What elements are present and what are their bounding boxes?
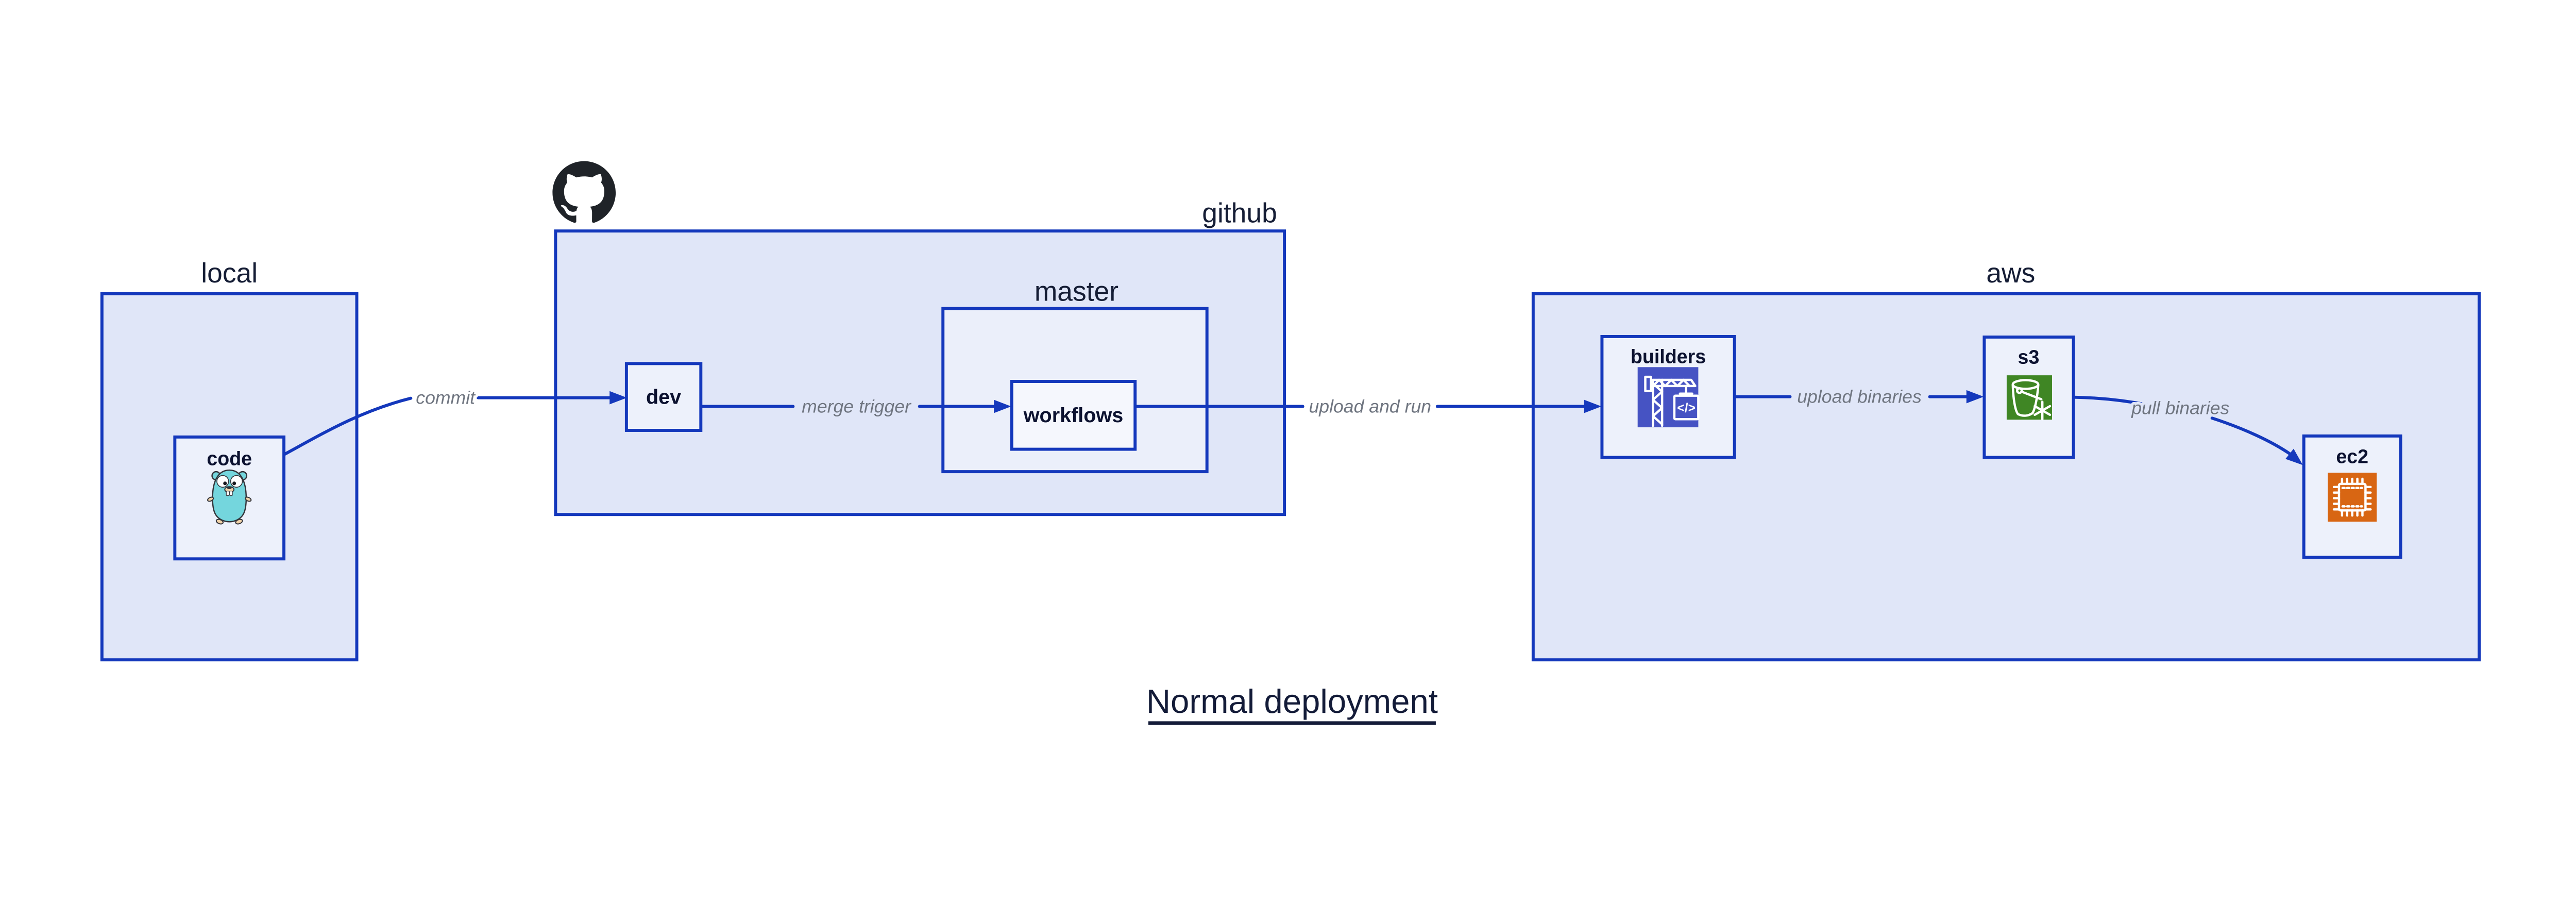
diagram-title: Normal deployment	[1146, 682, 1438, 725]
dev-node: dev	[624, 362, 703, 432]
crane-counterweight	[1644, 375, 1652, 393]
github-container-label: github	[1202, 198, 1277, 228]
crane-boom-lattice	[1652, 378, 1691, 388]
gopher-tooth	[226, 491, 230, 496]
chip-pins-top	[2341, 477, 2364, 486]
octocat-mark	[552, 161, 616, 223]
edge-pull-binaries-label: pull binaries	[2131, 397, 2229, 418]
edge-pull-binaries: pull binaries	[2072, 395, 2303, 465]
builders-node-label: builders	[1631, 345, 1706, 367]
crane-mast-lattice	[1652, 382, 1664, 426]
edge-upload-binaries-label: upload binaries	[1797, 387, 1922, 407]
arrowhead-into-ec2	[2285, 448, 2303, 465]
gopher-foot	[215, 519, 224, 525]
arrowhead-into-workflows	[994, 399, 1011, 413]
workflows-node-box	[1010, 380, 1137, 451]
edge-upload-and-run: upload and run	[1134, 393, 1602, 419]
gopher-pupil	[232, 481, 236, 486]
edge-upload-binaries: upload binaries	[1733, 384, 1984, 410]
edge-merge-trigger-label: merge trigger	[802, 396, 912, 416]
master-container-label: master	[1035, 277, 1118, 307]
gopher-foot	[235, 519, 243, 525]
code-node-label: code	[207, 447, 252, 469]
gopher-nose	[227, 486, 232, 490]
ec2-node: ec2	[2302, 434, 2402, 559]
builders-node: builders </>	[1600, 335, 1736, 459]
gopher-arm	[207, 496, 214, 502]
codebuild-icon: </>	[1637, 367, 1700, 428]
s3-node: s3	[1982, 335, 2075, 459]
gopher-arm	[245, 496, 252, 502]
code-brackets-glyph: </>	[1677, 401, 1696, 415]
snowflake-spoke	[2033, 405, 2052, 416]
s3-node-label: s3	[2018, 346, 2040, 368]
gopher-eye	[216, 475, 229, 488]
github-container: github dev master workflows	[552, 161, 1286, 516]
aws-container-label: aws	[1986, 258, 2035, 289]
aws-container: aws builders </> s3	[1531, 258, 2481, 662]
edge-pull-binaries-curve-left	[2072, 395, 2149, 407]
edge-commit: commit	[283, 385, 627, 456]
arrowhead-into-dev	[609, 391, 627, 405]
workflows-node-label: workflows	[1023, 404, 1123, 427]
gopher-tooth	[229, 491, 233, 496]
chip-pads	[2341, 487, 2363, 508]
crane-load-box	[1673, 394, 1700, 421]
chip-pins-right	[2364, 486, 2372, 511]
edge-commit-label: commit	[416, 388, 476, 408]
edge-merge-trigger: merge trigger	[700, 393, 1011, 419]
arrowhead-into-s3	[1966, 390, 1984, 404]
snowflake	[2033, 400, 2052, 421]
local-container: local code	[100, 258, 359, 662]
edge-commit-curve	[283, 396, 413, 456]
code-node: code	[173, 435, 286, 561]
dev-node-label: dev	[646, 386, 681, 409]
diagram-title-text: Normal deployment	[1146, 682, 1438, 720]
ec2-node-label: ec2	[2336, 445, 2368, 467]
workflows-node: workflows	[1010, 380, 1137, 451]
go-gopher-icon	[207, 469, 252, 525]
dev-node-box	[624, 362, 703, 432]
edges: commit merge trigger upload and run uplo…	[283, 384, 2303, 465]
arrowhead-into-builders	[1584, 399, 1602, 413]
local-container-label: local	[201, 258, 258, 289]
bucket-body	[2011, 383, 2040, 417]
edge-upload-and-run-label: upload and run	[1309, 396, 1431, 416]
ec2-chip-icon	[2328, 473, 2377, 522]
edge-pull-binaries-curve-right	[2210, 416, 2292, 456]
bucket-handle	[2020, 390, 2043, 400]
s3-bucket-icon	[2006, 375, 2052, 421]
gopher-eye	[230, 475, 243, 488]
crane-mast	[1652, 378, 1664, 427]
github-logo-icon	[552, 161, 616, 223]
crane-cable	[1679, 385, 1693, 395]
gopher-pupil	[223, 481, 227, 486]
master-container: master workflows	[941, 277, 1209, 474]
chip-pins-bottom	[2341, 509, 2364, 517]
chip-pins-left	[2332, 486, 2341, 511]
